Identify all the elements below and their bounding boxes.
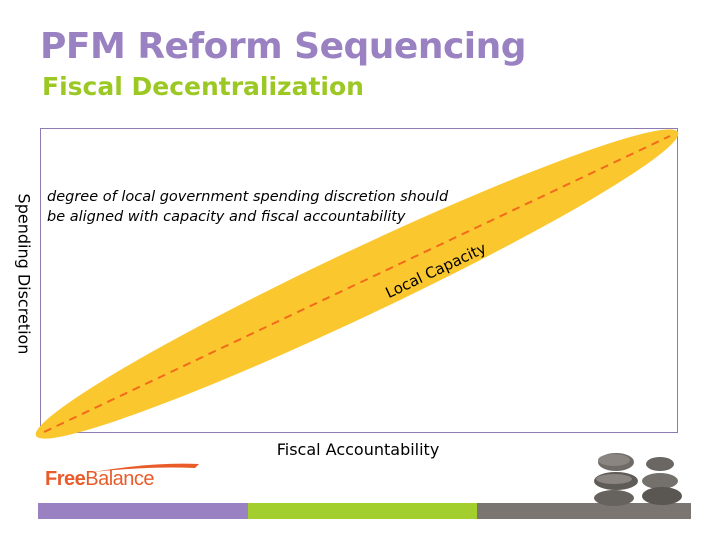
stacked-stones-icon — [594, 453, 682, 506]
diagram-frame — [40, 128, 678, 433]
x-axis-label: Fiscal Accountability — [276, 440, 440, 459]
freebalance-logo: FreeBalance — [45, 463, 199, 498]
slide-title: PFM Reform Sequencing — [40, 26, 527, 67]
diagonal-dashed-line — [43, 135, 671, 433]
slide-subtitle: Fiscal Decentralization — [42, 72, 364, 101]
y-axis-label: Spending Discretion — [14, 193, 34, 355]
logo-balance-text: Balance — [85, 468, 155, 490]
local-capacity-band — [35, 129, 679, 439]
footer-bar-green — [248, 503, 477, 519]
logo-free-text: Free — [45, 468, 86, 490]
annotation-text: degree of local government spending disc… — [47, 189, 449, 225]
freebalance-swoosh-icon — [93, 463, 199, 472]
footer-bar-gray — [477, 503, 691, 519]
footer-bar-purple — [38, 503, 248, 519]
